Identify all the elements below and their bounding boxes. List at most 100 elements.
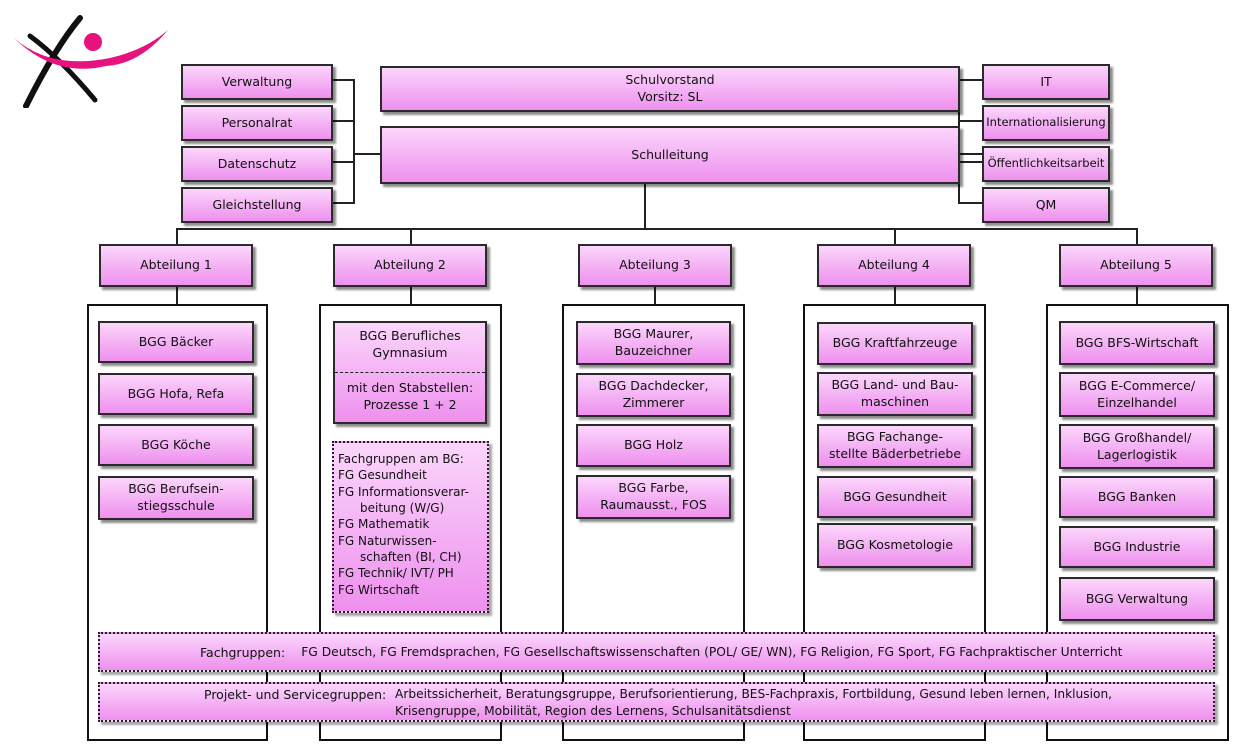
staff-box-datenschutz: Datenschutz bbox=[181, 146, 333, 182]
connector bbox=[894, 287, 896, 304]
department-label: Abteilung 4 bbox=[858, 257, 930, 273]
item-line: BGG Dachdecker, bbox=[598, 378, 709, 394]
projekt-bar: Projekt- und Servicegruppen: Arbeitssich… bbox=[98, 682, 1215, 722]
staff-box-verwaltung: Verwaltung bbox=[181, 64, 333, 100]
department-column-5 bbox=[1046, 304, 1229, 741]
item-line: BGG Land- und Bau- bbox=[831, 377, 959, 393]
item-line: BGG Industrie bbox=[1093, 538, 1181, 554]
staff-box-personalrat: Personalrat bbox=[181, 105, 333, 141]
item-line: mit den Stabstellen: bbox=[346, 380, 474, 395]
staff-label: QM bbox=[1035, 196, 1057, 212]
connector bbox=[894, 228, 896, 244]
staff-box-gleichstellung: Gleichstellung bbox=[181, 187, 333, 223]
projekt-label: Projekt- und Servicegruppen: bbox=[204, 687, 387, 702]
item-line: Lagerlogistik bbox=[1096, 446, 1178, 462]
staff-box-internationalisierung: Internationalisierung bbox=[982, 105, 1110, 141]
connector bbox=[958, 202, 982, 204]
fg-line: FG Informationsverar- bbox=[338, 484, 469, 499]
connector bbox=[1136, 287, 1138, 304]
dept3-item: BGG Dachdecker,Zimmerer bbox=[576, 373, 731, 417]
connector bbox=[410, 228, 412, 244]
dept3-item: BGG Maurer,Bauzeichner bbox=[576, 321, 731, 365]
dept4-item: BGG Kosmetologie bbox=[817, 523, 973, 568]
dept5-item: BGG Industrie bbox=[1059, 526, 1215, 568]
item-line: BGG E-Commerce/ bbox=[1078, 377, 1196, 393]
connector bbox=[958, 79, 982, 81]
schulleitung-box: Schulleitung bbox=[380, 126, 960, 184]
connector bbox=[410, 287, 412, 304]
staff-label: IT bbox=[1040, 73, 1052, 89]
dept2-bg-box: BGG Berufliches Gymnasium mit den Stabst… bbox=[333, 321, 487, 424]
dept1-item: BGG Hofa, Refa bbox=[98, 373, 254, 415]
item-line: BGG Banken bbox=[1097, 488, 1177, 504]
dept5-item: BGG Banken bbox=[1059, 476, 1215, 518]
connector bbox=[1136, 228, 1138, 244]
item-line: BGG Kraftfahrzeuge bbox=[832, 335, 958, 351]
logo-swoosh bbox=[14, 30, 168, 69]
connector bbox=[176, 287, 178, 304]
department-label: Abteilung 5 bbox=[1100, 257, 1172, 273]
item-line: stiegsschule bbox=[137, 498, 215, 513]
connector bbox=[654, 287, 656, 304]
dept5-item: BGG Großhandel/Lagerlogistik bbox=[1059, 424, 1215, 469]
department-header-5: Abteilung 5 bbox=[1059, 244, 1213, 287]
item-line: maschinen bbox=[860, 394, 930, 409]
item-line: BGG Großhandel/ bbox=[1082, 429, 1192, 445]
connector bbox=[176, 228, 178, 244]
dept4-item: BGG Gesundheit bbox=[817, 476, 973, 518]
item-line: Gymnasium bbox=[372, 344, 448, 360]
item-line: BGG Farbe, bbox=[618, 480, 689, 496]
department-column-1 bbox=[87, 304, 268, 741]
dept1-item: BGG Berufsein-stiegsschule bbox=[98, 476, 254, 520]
department-label: Abteilung 3 bbox=[619, 257, 691, 273]
dept5-item: BGG BFS-Wirtschaft bbox=[1059, 321, 1215, 365]
department-header-1: Abteilung 1 bbox=[99, 244, 253, 287]
connector bbox=[333, 161, 355, 163]
staff-label: Personalrat bbox=[221, 114, 293, 130]
projekt-line: Arbeitssicherheit, Beratungsgruppe, Beru… bbox=[395, 687, 1113, 701]
staff-box-oeffentlichkeitsarbeit: Öffentlichkeitsarbeit bbox=[982, 146, 1110, 182]
connector bbox=[176, 228, 1138, 230]
dept3-item: BGG Farbe,Raumausst., FOS bbox=[576, 475, 731, 519]
connector bbox=[333, 120, 355, 122]
staff-label: Gleichstellung bbox=[212, 196, 302, 212]
department-label: Abteilung 1 bbox=[140, 257, 212, 273]
fachgruppen-label: Fachgruppen: bbox=[200, 644, 286, 660]
department-header-2: Abteilung 2 bbox=[333, 244, 487, 287]
fg-line: FG Naturwissen- bbox=[338, 533, 437, 548]
fg-line: FG Mathematik bbox=[338, 517, 430, 532]
dept2-fachgruppen-box: Fachgruppen am BG: FG Gesundheit FG Info… bbox=[332, 441, 489, 613]
connector bbox=[333, 79, 355, 81]
dashed-separator bbox=[335, 372, 485, 373]
dept3-item: BGG Holz bbox=[576, 424, 731, 467]
item-line: Zimmerer bbox=[622, 395, 685, 410]
department-label: Abteilung 2 bbox=[374, 257, 446, 273]
logo-head bbox=[84, 33, 102, 51]
staff-label: Öffentlichkeitsarbeit bbox=[987, 156, 1105, 171]
item-line: Bauzeichner bbox=[614, 343, 693, 358]
department-column-3 bbox=[562, 304, 745, 741]
item-line: BGG Hofa, Refa bbox=[127, 385, 225, 401]
item-line: BGG Holz bbox=[624, 437, 683, 453]
connector bbox=[333, 202, 355, 204]
staff-box-it: IT bbox=[982, 64, 1110, 100]
staff-box-qm: QM bbox=[982, 187, 1110, 223]
dept4-item: BGG Land- und Bau-maschinen bbox=[817, 372, 973, 416]
item-line: BGG BFS-Wirtschaft bbox=[1075, 334, 1199, 350]
fachgruppen-bar: Fachgruppen: FG Deutsch, FG Fremdsprache… bbox=[98, 632, 1215, 672]
connector bbox=[353, 79, 355, 204]
schulleitung-label: Schulleitung bbox=[631, 146, 709, 162]
item-line: Prozesse 1 + 2 bbox=[363, 396, 457, 412]
connector bbox=[353, 153, 380, 155]
connector bbox=[958, 120, 982, 122]
dept5-item: BGG E-Commerce/Einzelhandel bbox=[1059, 372, 1215, 417]
schulvorstand-box: Schulvorstand Vorsitz: SL bbox=[380, 66, 960, 112]
dept1-item: BGG Bäcker bbox=[98, 321, 254, 363]
dept1-item: BGG Köche bbox=[98, 424, 254, 466]
schulvorstand-line: Schulvorstand bbox=[625, 72, 715, 88]
item-line: stellte Bäderbetriebe bbox=[828, 446, 962, 461]
connector bbox=[958, 161, 982, 163]
item-line: BGG Gesundheit bbox=[843, 488, 947, 504]
staff-label: Verwaltung bbox=[221, 73, 293, 89]
dept4-item: BGG Kraftfahrzeuge bbox=[817, 322, 973, 365]
